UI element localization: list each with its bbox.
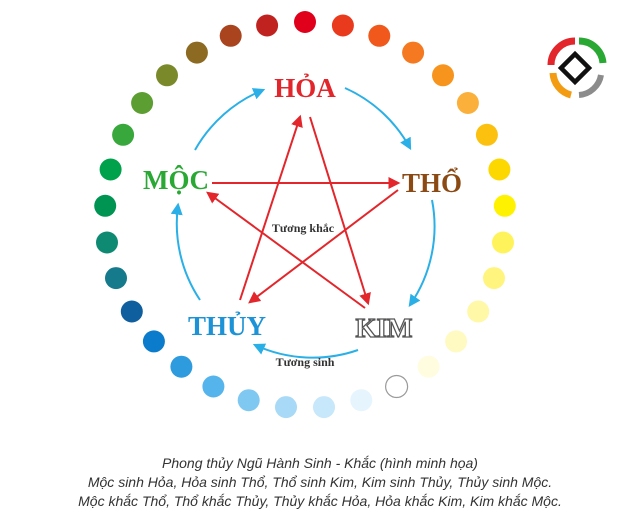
brand-logo bbox=[541, 35, 609, 103]
color-dot-ring bbox=[94, 11, 516, 419]
label-hoa: HỎA bbox=[274, 73, 336, 103]
color-dot bbox=[112, 123, 135, 146]
color-dot bbox=[488, 158, 511, 181]
arrow-tho-to-thuy bbox=[248, 189, 399, 304]
color-dot bbox=[492, 231, 514, 254]
color-dot bbox=[96, 231, 118, 254]
color-dot bbox=[120, 300, 143, 323]
logo-green-arc bbox=[578, 37, 607, 64]
arrow-hoa-to-tho bbox=[344, 87, 412, 151]
color-dot bbox=[475, 123, 498, 146]
label-tho: THỔ bbox=[402, 167, 462, 198]
arrow-tho-to-kim bbox=[408, 199, 436, 307]
color-dot bbox=[467, 300, 490, 323]
arrow-kim-to-moc bbox=[206, 191, 366, 309]
color-dot bbox=[99, 158, 122, 181]
color-dot bbox=[456, 92, 479, 114]
color-dot bbox=[432, 64, 454, 87]
arrow-thuy-to-hoa bbox=[239, 114, 303, 301]
color-dot bbox=[275, 396, 297, 419]
color-dot bbox=[445, 330, 468, 353]
color-dot bbox=[94, 194, 117, 217]
color-dot bbox=[156, 64, 178, 87]
five-elements-diagram: HỎA THỔ KIM THỦY MỘC Tương khắc Tương si… bbox=[94, 11, 516, 419]
logo-orange-arc bbox=[549, 72, 573, 99]
overcoming-cycle-label: Tương khắc bbox=[272, 221, 335, 235]
color-dot bbox=[385, 374, 409, 399]
color-dot bbox=[350, 389, 373, 412]
color-dot bbox=[294, 11, 316, 33]
logo-gray-arc bbox=[578, 74, 604, 98]
color-dot bbox=[142, 330, 165, 353]
color-dot bbox=[185, 41, 208, 64]
color-dot bbox=[368, 24, 391, 47]
caption: Phong thủy Ngũ Hành Sinh - Khắc (hình mi… bbox=[0, 454, 640, 511]
color-dot bbox=[131, 92, 154, 114]
arrow-hoa-to-kim bbox=[309, 116, 371, 306]
caption-title: Phong thủy Ngũ Hành Sinh - Khắc (hình mi… bbox=[162, 455, 478, 471]
color-dot bbox=[483, 267, 505, 290]
generating-cycle-label: Tương sinh bbox=[276, 355, 335, 369]
color-dot bbox=[219, 24, 242, 47]
caption-generating-text: Mộc sinh Hỏa, Hỏa sinh Thổ, Thổ sinh Kim… bbox=[87, 474, 553, 490]
logo-red-arc bbox=[547, 37, 576, 66]
color-dot bbox=[331, 14, 354, 37]
arrow-moc-to-hoa bbox=[194, 88, 266, 151]
color-dot bbox=[256, 14, 279, 37]
color-dot bbox=[493, 194, 516, 217]
color-dot bbox=[313, 396, 335, 419]
arrow-thuy-to-moc bbox=[170, 202, 201, 301]
label-thuy: THỦY bbox=[188, 311, 266, 341]
color-dot bbox=[402, 41, 425, 64]
diamond-logo-icon bbox=[557, 50, 593, 86]
color-dot bbox=[170, 355, 193, 378]
generating-cycle-arrows bbox=[170, 87, 436, 359]
color-dot bbox=[105, 267, 127, 290]
caption-overcoming-text: Mộc khắc Thổ, Thổ khắc Thủy, Thủy khắc H… bbox=[78, 493, 562, 509]
color-dot bbox=[417, 355, 440, 378]
color-dot bbox=[237, 389, 260, 412]
arrow-kim-to-thuy bbox=[252, 343, 359, 359]
color-dot bbox=[202, 375, 225, 398]
label-moc: MỘC bbox=[143, 165, 209, 195]
overcoming-cycle-arrows bbox=[206, 114, 401, 309]
label-kim: KIM bbox=[356, 313, 413, 343]
